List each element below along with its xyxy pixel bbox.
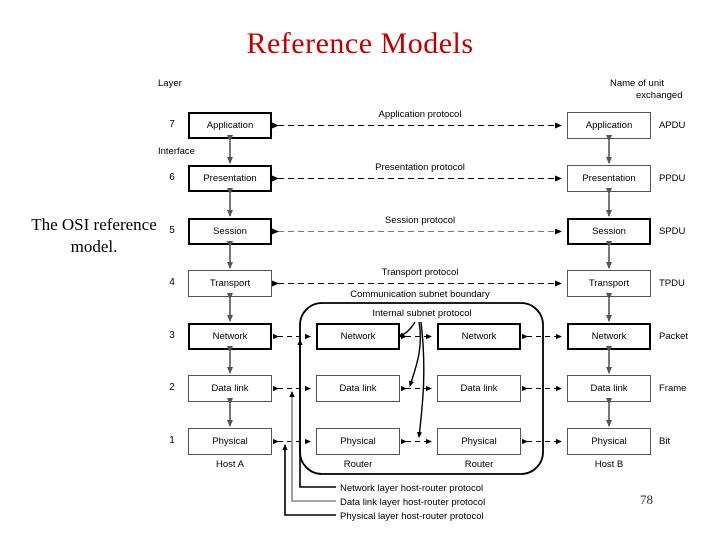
router-2-box-data-link[interactable]: Data link xyxy=(437,375,521,402)
box-label: Network xyxy=(340,331,376,342)
host-a-layer-box-application[interactable]: Application xyxy=(188,112,272,139)
host-b-layer-box-transport[interactable]: Transport xyxy=(567,270,651,297)
host-router-protocol-network: Network layer host-router protocol xyxy=(340,483,484,494)
layer-number-3: 3 xyxy=(169,330,175,341)
layer-number-7: 7 xyxy=(169,119,175,130)
router-1-box-physical[interactable]: Physical xyxy=(316,428,400,455)
interface-label: Interface xyxy=(158,146,195,157)
host-a-layer-box-presentation[interactable]: Presentation xyxy=(188,165,272,192)
router-2-box-network[interactable]: Network xyxy=(437,323,521,350)
layer-column-header: Layer xyxy=(158,78,182,89)
box-label: Session xyxy=(592,226,626,237)
box-label: Application xyxy=(585,120,633,131)
host-a-label: Host A xyxy=(216,459,244,470)
host-router-protocol-physical: Physical layer host-router protocol xyxy=(340,511,484,522)
internal-subnet-leader-arrows xyxy=(398,321,425,438)
protocol-label-transport: Transport protocol xyxy=(381,267,459,278)
layer-number-1: 1 xyxy=(169,435,175,446)
page-number: 78 xyxy=(640,492,653,507)
router-1-box-network[interactable]: Network xyxy=(316,323,400,350)
box-label: Data link xyxy=(339,383,377,394)
unit-column-header-line1: Name of unit xyxy=(610,78,664,89)
unit-name-tpdu: TPDU xyxy=(659,278,685,289)
protocol-label-application: Application protocol xyxy=(378,109,462,120)
box-label: Network xyxy=(212,331,248,342)
box-label: Network xyxy=(461,331,497,342)
box-label: Data link xyxy=(211,383,249,394)
box-label: Application xyxy=(206,120,254,131)
router-1-box-data-link[interactable]: Data link xyxy=(316,375,400,402)
layer-number-6: 6 xyxy=(169,172,175,183)
host-a-layer-box-transport[interactable]: Transport xyxy=(188,270,272,297)
layer-number-5: 5 xyxy=(169,225,175,236)
box-label: Data link xyxy=(460,383,498,394)
box-label: Physical xyxy=(212,436,248,447)
box-label: Transport xyxy=(209,278,251,289)
host-a-layer-box-physical[interactable]: Physical xyxy=(188,428,272,455)
host-b-layer-box-physical[interactable]: Physical xyxy=(567,428,651,455)
host-a-layer-box-network[interactable]: Network xyxy=(188,323,272,350)
protocol-label-session: Session protocol xyxy=(384,215,456,226)
host-b-layer-box-network[interactable]: Network xyxy=(567,323,651,350)
box-label: Presentation xyxy=(203,173,257,184)
host-b-label: Host B xyxy=(594,459,624,470)
layer-number-4: 4 xyxy=(169,277,175,288)
router-2-box-physical[interactable]: Physical xyxy=(437,428,521,455)
slide-caption: The OSI reference model. xyxy=(31,215,157,256)
host-b-layer-box-session[interactable]: Session xyxy=(567,218,651,245)
layer-number-2: 2 xyxy=(169,382,175,393)
unit-name-bit: Bit xyxy=(659,436,671,447)
page-title: Reference Models xyxy=(246,27,474,60)
host-b-layer-box-data-link[interactable]: Data link xyxy=(567,375,651,402)
host-a-layer-box-data-link[interactable]: Data link xyxy=(188,375,272,402)
box-label: Presentation xyxy=(582,173,636,184)
protocol-dashed-arrows xyxy=(272,122,562,287)
internal-subnet-protocol-label: Internal subnet protocol xyxy=(372,308,472,319)
router-1-label: Router xyxy=(343,459,373,470)
host-router-protocol-data-link: Data link layer host-router protocol xyxy=(340,497,486,508)
host-b-layer-box-presentation[interactable]: Presentation xyxy=(567,165,651,192)
unit-name-apdu: APDU xyxy=(659,120,686,131)
unit-name-frame: Frame xyxy=(659,383,687,394)
box-label: Physical xyxy=(461,436,497,447)
protocol-label-presentation: Presentation protocol xyxy=(375,162,465,173)
unit-name-spdu: SPDU xyxy=(659,226,686,237)
unit-name-packet: Packet xyxy=(659,331,689,342)
box-label: Network xyxy=(591,331,627,342)
box-label: Physical xyxy=(340,436,376,447)
host-a-layer-box-session[interactable]: Session xyxy=(188,218,272,245)
box-label: Data link xyxy=(590,383,628,394)
router-2-label: Router xyxy=(464,459,494,470)
box-label: Session xyxy=(213,226,247,237)
unit-name-ppdu: PPDU xyxy=(659,173,686,184)
unit-column-header-line2: exchanged xyxy=(636,90,683,101)
subnet-boundary-label: Communication subnet boundary xyxy=(350,289,490,300)
host-b-layer-box-application[interactable]: Application xyxy=(567,112,651,139)
box-label: Physical xyxy=(591,436,627,447)
box-label: Transport xyxy=(588,278,630,289)
